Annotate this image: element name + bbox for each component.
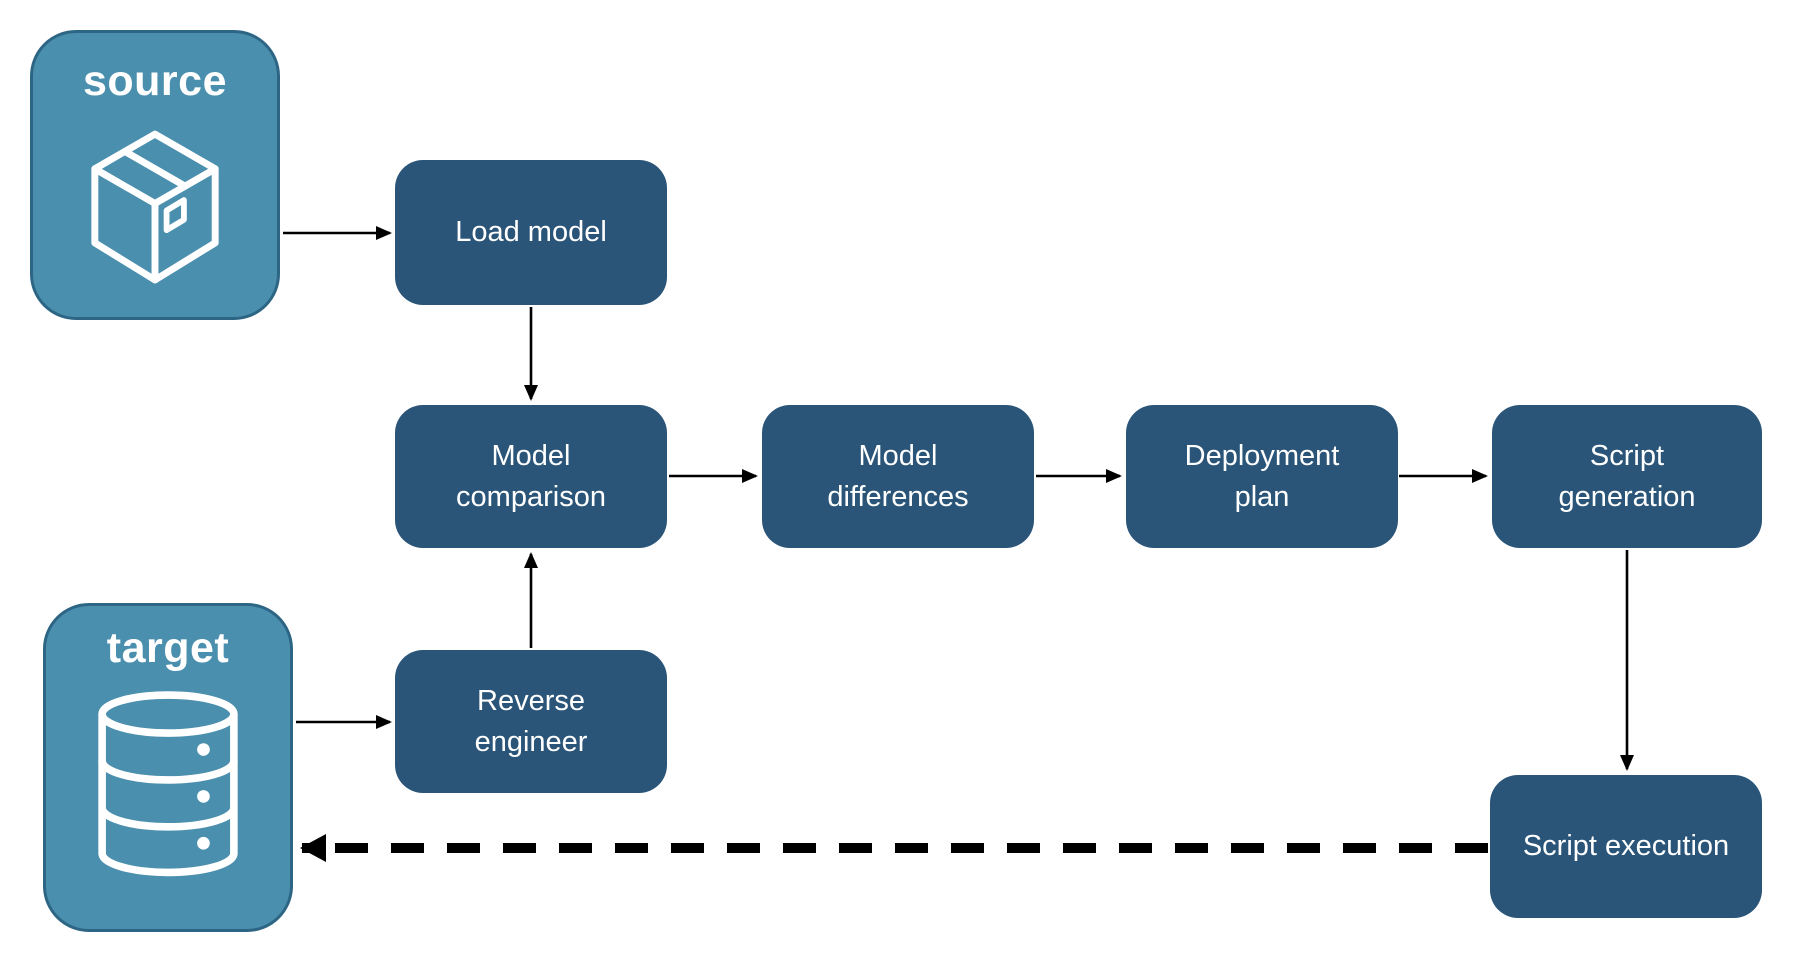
node-deployment-plan-label: Deployment plan (1184, 439, 1340, 513)
node-reverse-engineer-label: Reverse engineer (474, 684, 588, 758)
node-model-comparison-label: Model comparison (456, 439, 606, 513)
node-script-generation-label: Script generation (1558, 439, 1696, 513)
node-model-differences-label: Model differences (827, 439, 969, 513)
node-deployment-plan: Deployment plan (1126, 405, 1398, 548)
node-script-execution-label: Script execution (1522, 830, 1730, 863)
target-label: target (106, 624, 230, 672)
node-model-comparison: Model comparison (395, 405, 667, 548)
node-script-generation: Script generation (1492, 405, 1762, 548)
node-load-model: Load model (395, 160, 667, 305)
node-model-differences: Model differences (762, 405, 1034, 548)
endpoint-source: source (30, 30, 280, 320)
node-script-execution: Script execution (1490, 775, 1762, 918)
package-icon (91, 130, 219, 284)
database-icon (98, 691, 238, 877)
node-reverse-engineer: Reverse engineer (395, 650, 667, 793)
endpoint-target: target (43, 603, 293, 932)
node-load-model-label: Load model (455, 216, 607, 249)
source-label: source (82, 57, 227, 105)
